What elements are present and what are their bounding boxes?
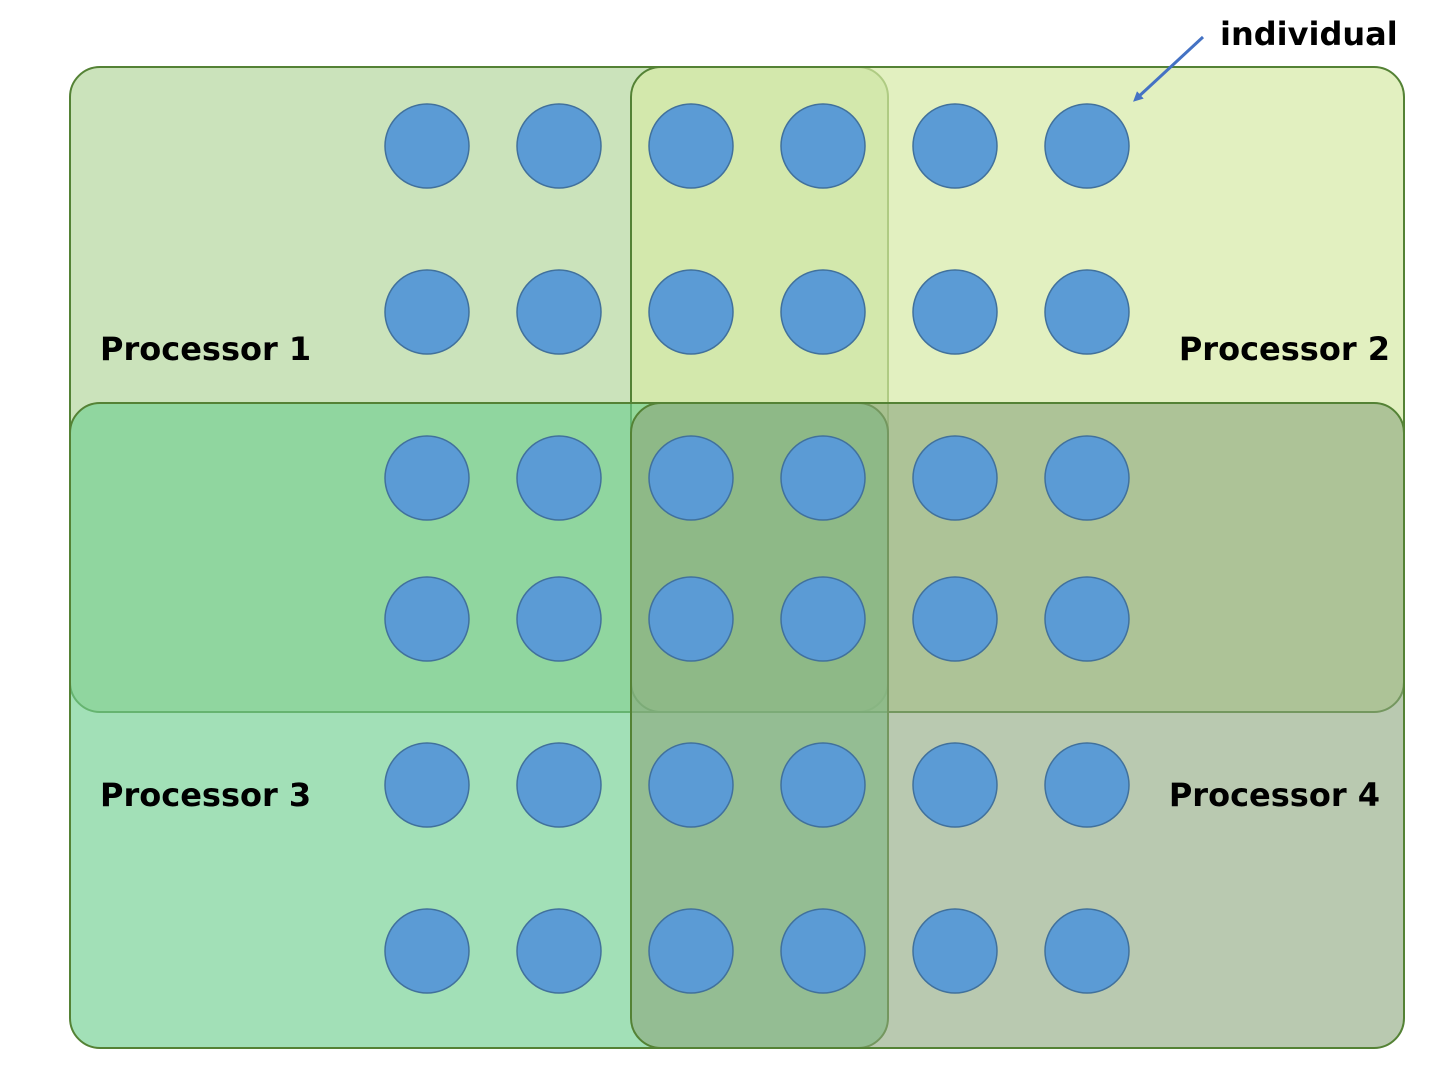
individuals-grid bbox=[384, 103, 1130, 994]
individual-circle bbox=[516, 435, 602, 521]
individual-circle bbox=[516, 103, 602, 189]
individual-circle bbox=[648, 103, 734, 189]
individual-circle bbox=[384, 742, 470, 828]
individual-circle bbox=[1044, 576, 1130, 662]
individual-circle bbox=[912, 103, 998, 189]
individual-circle bbox=[1044, 269, 1130, 355]
callout-arrow bbox=[1133, 35, 1205, 102]
individual-circle bbox=[384, 908, 470, 994]
individual-circle bbox=[1044, 103, 1130, 189]
individual-circle bbox=[912, 742, 998, 828]
individual-circle bbox=[648, 742, 734, 828]
individual-circle bbox=[1044, 435, 1130, 521]
processor-4-label: Processor 4 bbox=[1169, 776, 1380, 814]
individual-circle bbox=[912, 576, 998, 662]
individual-circle bbox=[912, 435, 998, 521]
individual-circle bbox=[780, 269, 866, 355]
individual-circle bbox=[780, 103, 866, 189]
processor-4-region bbox=[630, 402, 1405, 1049]
processor-3-label: Processor 3 bbox=[100, 776, 311, 814]
processor-labels: Processor 1 Processor 2 Processor 3 Proc… bbox=[100, 330, 1390, 814]
individual-circle bbox=[912, 908, 998, 994]
processor-2-label: Processor 2 bbox=[1179, 330, 1390, 368]
individual-circle bbox=[912, 269, 998, 355]
individual-circle bbox=[780, 435, 866, 521]
individual-circle bbox=[516, 908, 602, 994]
individual-circle bbox=[384, 103, 470, 189]
individual-circle bbox=[648, 576, 734, 662]
individual-circle bbox=[1044, 742, 1130, 828]
individual-circle bbox=[384, 435, 470, 521]
individual-circle bbox=[780, 908, 866, 994]
individual-circle bbox=[516, 742, 602, 828]
processor-1-label: Processor 1 bbox=[100, 330, 311, 368]
individual-circle bbox=[648, 435, 734, 521]
individual-circle bbox=[1044, 908, 1130, 994]
processor-regions bbox=[69, 66, 1405, 1049]
individual-circle bbox=[384, 269, 470, 355]
individual-circle bbox=[516, 269, 602, 355]
individual-circle bbox=[384, 576, 470, 662]
individual-callout: individual bbox=[1133, 15, 1398, 102]
individual-circle bbox=[780, 576, 866, 662]
individual-circle bbox=[648, 908, 734, 994]
individual-circle bbox=[648, 269, 734, 355]
callout-label: individual bbox=[1220, 15, 1398, 53]
individual-circle bbox=[780, 742, 866, 828]
individual-circle bbox=[516, 576, 602, 662]
